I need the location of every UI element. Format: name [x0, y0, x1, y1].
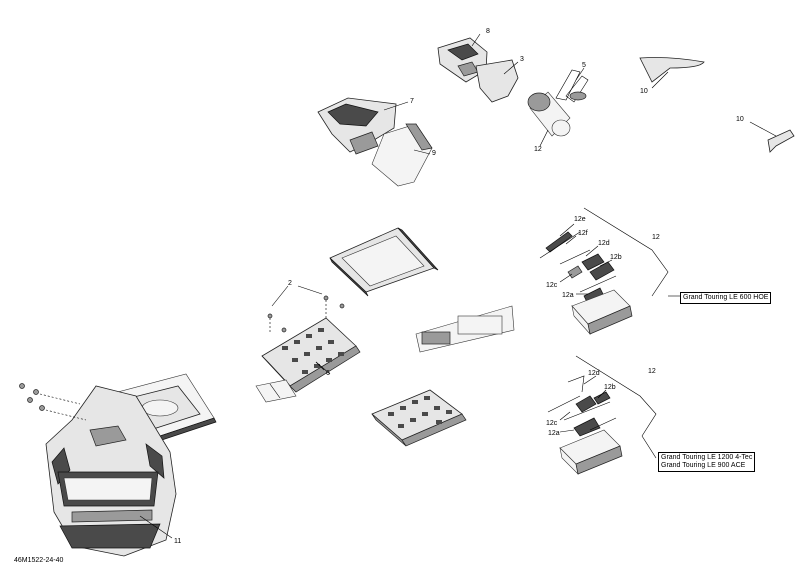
callout-12-kit2: 12	[648, 368, 656, 375]
callout-9: 9	[432, 150, 436, 157]
manual-booklet	[329, 227, 439, 297]
model-label: Grand Touring LE 600 HOE	[683, 294, 769, 301]
reference-code: 46M1522-24-40	[14, 557, 64, 564]
callout-7: 7	[410, 98, 414, 105]
small-pad	[255, 379, 297, 403]
callout-11: 11	[174, 538, 182, 545]
part-11-front-nose	[45, 385, 177, 557]
part-7-housing	[317, 97, 397, 155]
callout-8: 8	[486, 28, 490, 35]
tool-kit-2	[547, 355, 657, 475]
callout-12-top: 12	[534, 146, 542, 153]
callout-2: 2	[288, 280, 292, 287]
callout-12a-kit1: 12a	[562, 292, 574, 299]
part-5-clip	[555, 69, 589, 103]
part-12-tube	[527, 91, 571, 137]
callout-12e: 12e	[574, 216, 586, 223]
callout-12b-kit2: 12b	[604, 384, 616, 391]
part-3-cover	[475, 59, 519, 103]
callout-3: 3	[520, 56, 524, 63]
part-10-handle-b	[767, 129, 795, 153]
callout-12b-kit1: 12b	[610, 254, 622, 261]
callout-12-kit1: 12	[652, 234, 660, 241]
part-6-rack	[261, 317, 361, 393]
callout-6: 6	[326, 370, 330, 377]
model-label: Grand Touring LE 900 ACE	[661, 462, 746, 469]
callout-12c-kit1: 12c	[546, 282, 558, 289]
leader-lines	[139, 33, 777, 539]
part-2-fasteners	[267, 285, 345, 333]
callout-12d-kit1: 12d	[598, 240, 610, 247]
rack-kit-2	[371, 389, 467, 447]
decal-sheet	[415, 305, 515, 353]
callout-10b: 10	[736, 116, 744, 123]
tool-kit-1	[539, 207, 669, 336]
part-9-deflector	[371, 123, 433, 187]
callout-12c-kit2: 12c	[546, 420, 558, 427]
callout-12d-kit2: 12d	[588, 370, 600, 377]
callout-10a: 10	[640, 88, 648, 95]
model-box-kit2: Grand Touring LE 1200 4-Tec Grand Tourin…	[658, 452, 756, 472]
callout-12a-kit2: 12a	[548, 430, 560, 437]
part-10-handle-a	[639, 57, 705, 83]
model-label: Grand Touring LE 1200 4-Tec	[661, 454, 753, 461]
callout-12f: 12f	[578, 230, 588, 237]
part-8-bracket	[437, 37, 488, 83]
model-box-kit1: Grand Touring LE 600 HOE	[680, 292, 772, 304]
callout-5: 5	[582, 62, 586, 69]
nose-fasteners	[19, 383, 87, 421]
